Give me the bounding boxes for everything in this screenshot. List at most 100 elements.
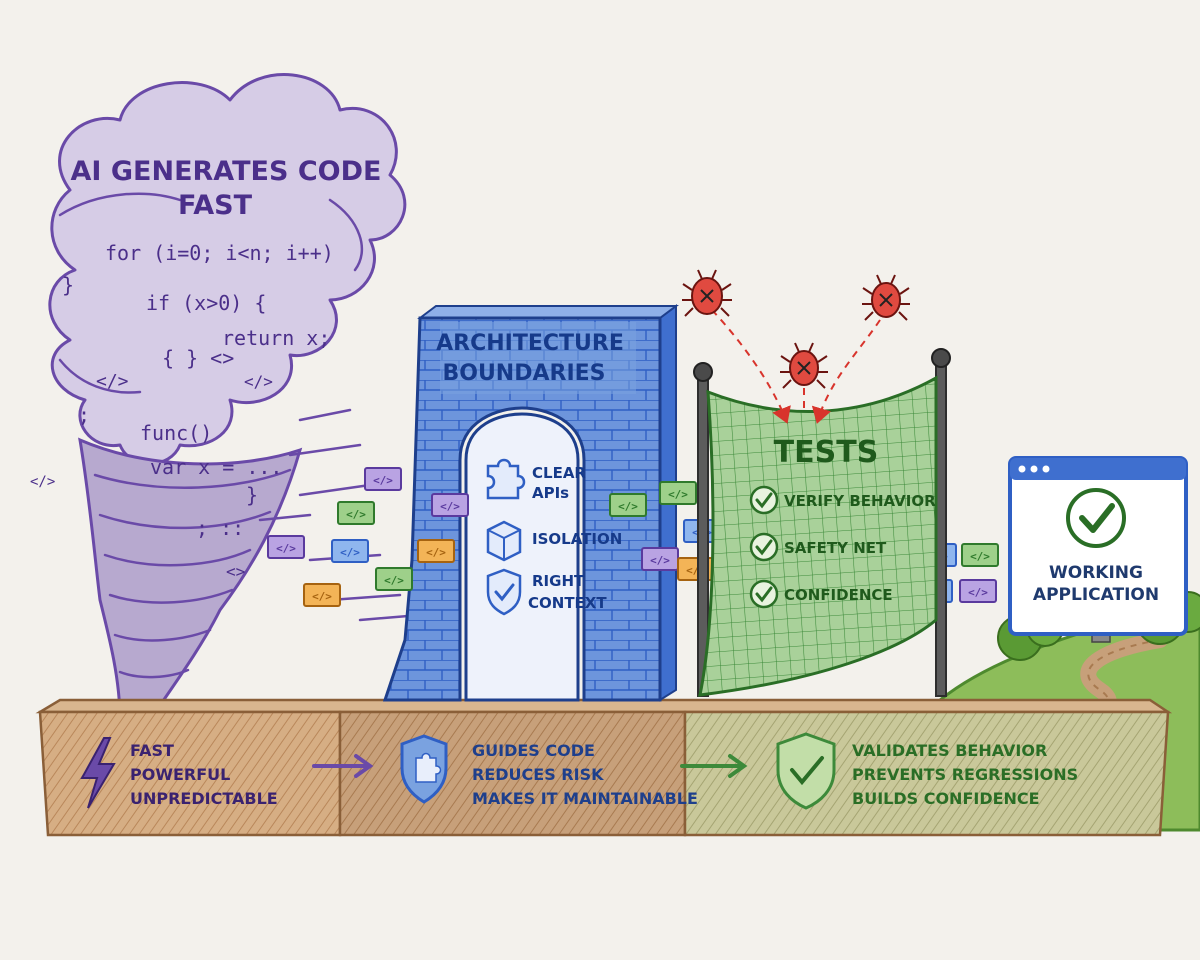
code-chip: </>: [375, 567, 413, 591]
code-snippet: return x;: [222, 326, 330, 350]
code-snippet: }: [62, 273, 74, 297]
base-text: POWERFUL: [130, 765, 230, 784]
bug-icon: [780, 342, 828, 389]
net-mesh: [698, 375, 938, 697]
tornado-swirls: [58, 192, 364, 679]
arrow-icon: [312, 754, 374, 778]
box-icon: [486, 520, 522, 562]
code-chip: </>: [961, 543, 999, 567]
shield-puzzle-icon: [400, 734, 448, 804]
window-dot: [1042, 465, 1050, 473]
shield-check-icon: [486, 568, 522, 616]
code-snippet: ;: [78, 403, 90, 427]
code-snippet: ; ::: [196, 516, 244, 540]
check-icon: [749, 532, 779, 562]
arch-title-plate: [440, 322, 636, 394]
code-chip: </>: [431, 493, 469, 517]
tests-item: VERIFY BEHAVIOR: [784, 492, 936, 510]
code-chip: </>: [303, 583, 341, 607]
net-pole-cap: [931, 348, 951, 368]
code-snippet: <>: [226, 562, 245, 581]
app-label-line1: WORKING: [1049, 563, 1143, 583]
bug-trails: [711, 309, 881, 424]
code-chip: </>: [959, 579, 997, 603]
arch-item-text: ISOLATION: [532, 530, 622, 548]
code-chip-label: </>: [276, 542, 296, 555]
architecture-arch: ARCHITECTURE BOUNDARIES CLEAR APIs ISOLA…: [382, 304, 679, 702]
code-chip: </>: [331, 539, 369, 563]
code-chip-label: </>: [440, 500, 460, 513]
base-text: MAKES IT MAINTAINABLE: [472, 789, 698, 808]
platform-top: [35, 698, 1173, 714]
code-chip: </>: [267, 535, 305, 559]
base-text: PREVENTS REGRESSIONS: [852, 765, 1078, 784]
code-chip-label: </>: [968, 586, 988, 599]
code-chip: </>: [609, 493, 647, 517]
arch-item-text: CONTEXT: [528, 594, 607, 612]
tests-title: TESTS: [774, 435, 879, 470]
arch-top-face: [417, 305, 679, 319]
base-text: BUILDS CONFIDENCE: [852, 789, 1040, 808]
code-chip-label: </>: [970, 550, 990, 563]
lightning-icon: [80, 737, 116, 809]
tornado: AI GENERATES CODE FAST for (i=0; i<n; i+…: [30, 73, 422, 722]
arch-title-line2: BOUNDARIES: [442, 361, 605, 386]
arch-item-text: CLEAR: [532, 464, 586, 482]
app-label-line2: APPLICATION: [1033, 585, 1159, 605]
base-text: FAST: [130, 741, 174, 760]
tornado-cloud: [48, 73, 407, 466]
window-dot: [1030, 465, 1038, 473]
arch-item-text: RIGHT: [532, 572, 585, 590]
base-text: REDUCES RISK: [472, 765, 604, 784]
base-platform: FAST POWERFUL UNPREDICTABLE GUIDES CODE …: [35, 698, 1173, 837]
bug-icon: [862, 274, 910, 321]
base-text: GUIDES CODE: [472, 741, 595, 760]
arch-title-line1: ARCHITECTURE: [436, 331, 624, 356]
tests-item: SAFETY NET: [784, 539, 887, 557]
net-pole-cap: [693, 362, 713, 382]
check-icon: [749, 485, 779, 515]
code-chip-label: </>: [426, 546, 446, 559]
code-snippet: var x = ...: [150, 455, 282, 479]
code-snippet: { } <>: [162, 346, 234, 370]
code-snippet: }: [246, 483, 258, 507]
code-chip-label: </>: [312, 590, 332, 603]
bug-icon: [682, 269, 732, 317]
code-chip-label: </>: [618, 500, 638, 513]
code-chip: </>: [659, 481, 697, 505]
tests-item: CONFIDENCE: [784, 586, 893, 604]
tornado-funnel: [78, 437, 303, 722]
code-snippet: </>: [30, 474, 55, 490]
code-chip: </>: [364, 467, 402, 491]
code-chip: </>: [417, 539, 455, 563]
base-text: UNPREDICTABLE: [130, 789, 278, 808]
check-circle-icon: [1066, 488, 1126, 548]
code-snippet: </>: [244, 372, 273, 391]
code-snippet: func(): [140, 421, 212, 445]
bugs: [682, 269, 910, 424]
code-chip: </>: [641, 547, 679, 571]
base-text: VALIDATES BEHAVIOR: [852, 741, 1047, 760]
arch-item-text: APIs: [532, 484, 569, 502]
code-chip: </>: [337, 501, 375, 525]
arrow-icon: [680, 754, 748, 778]
check-icon: [749, 579, 779, 609]
code-chip-label: </>: [384, 574, 404, 587]
code-snippet: </>: [96, 371, 129, 392]
tornado-title-line1: AI GENERATES CODE: [71, 156, 382, 187]
window-dot: [1018, 465, 1026, 473]
code-chip-label: </>: [650, 554, 670, 567]
arch-opening: [464, 412, 580, 702]
code-chip-label: </>: [668, 488, 688, 501]
code-chip-label: </>: [373, 474, 393, 487]
app-window: WORKING APPLICATION: [1008, 456, 1188, 643]
code-chip-label: </>: [346, 508, 366, 521]
code-snippet: for (i=0; i<n; i++): [105, 241, 334, 265]
code-snippet: if (x>0) {: [146, 291, 266, 315]
shield-check-icon: [776, 732, 836, 810]
puzzle-icon: [486, 458, 526, 500]
app-titlebar: [1010, 458, 1186, 480]
tornado-title-line2: FAST: [178, 190, 253, 221]
